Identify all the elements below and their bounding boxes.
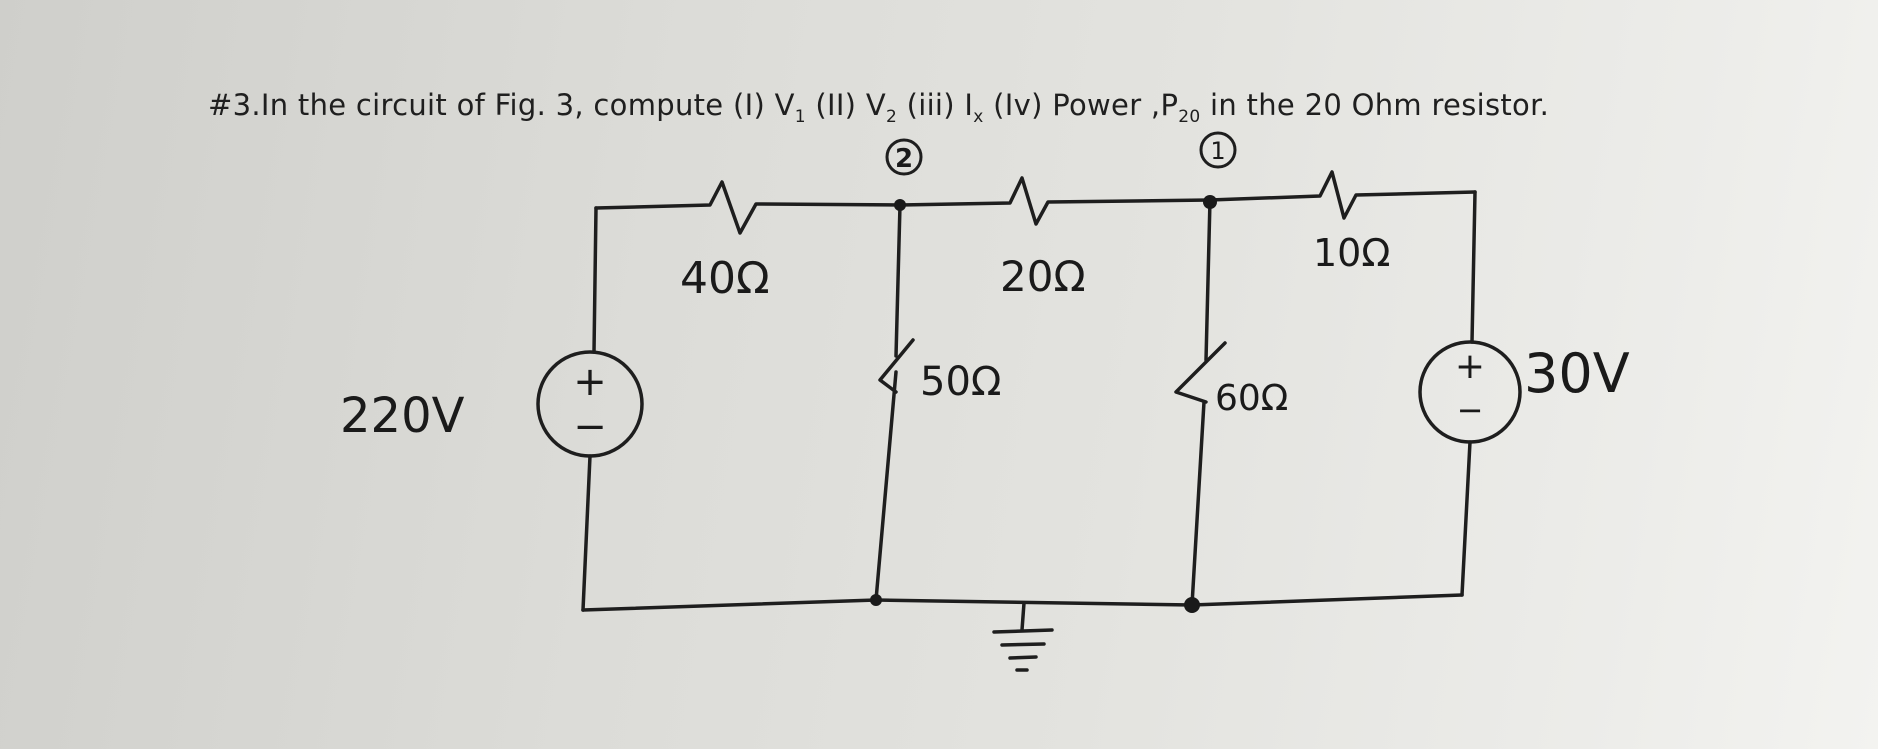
node-1-label: 1 bbox=[1210, 137, 1225, 165]
wire-60-branch-upper bbox=[1204, 198, 1212, 362]
problem-sub-x: x bbox=[973, 106, 984, 127]
problem-sub-1: 1 bbox=[794, 106, 806, 127]
wire-60-branch-lower bbox=[1190, 400, 1206, 607]
wire-50-branch-lower bbox=[874, 370, 898, 602]
resistor-50-symbol bbox=[878, 338, 915, 394]
problem-sub-20: 20 bbox=[1178, 106, 1201, 127]
wire-50-branch-upper bbox=[894, 203, 902, 358]
resistor-50-label: 50Ω bbox=[920, 359, 1001, 405]
resistor-40-label: 40Ω bbox=[680, 253, 770, 304]
wire-top-middle bbox=[898, 176, 1212, 226]
source-220v-circle bbox=[536, 350, 644, 458]
wire-bottom bbox=[581, 593, 1464, 612]
resistor-20-label: 20Ω bbox=[1000, 252, 1086, 301]
junction-dots bbox=[870, 195, 1217, 613]
problem-text-part4: (Iv) Power ,P bbox=[983, 88, 1179, 122]
wire-top-left bbox=[594, 180, 902, 235]
wire-left-upper bbox=[592, 206, 598, 354]
source-220v-label: 220V bbox=[340, 388, 465, 444]
source-220v-minus: − bbox=[573, 404, 607, 450]
node-2-marker bbox=[885, 138, 923, 176]
ground-symbol bbox=[992, 628, 1054, 672]
problem-text-prefix: #3.In the circuit of Fig. 3, compute (I)… bbox=[208, 88, 795, 122]
problem-statement: #3.In the circuit of Fig. 3, compute (I)… bbox=[208, 88, 1549, 127]
ground-stem bbox=[1020, 601, 1026, 632]
junction-node-1 bbox=[1203, 195, 1217, 209]
resistor-10-label: 10Ω bbox=[1313, 231, 1390, 275]
source-30v-label: 30V bbox=[1524, 342, 1630, 405]
wire-top-right bbox=[1208, 170, 1477, 220]
junction-bottom-60 bbox=[1184, 597, 1200, 613]
problem-text-part2: (II) V bbox=[805, 88, 886, 122]
junction-node-2 bbox=[894, 199, 906, 211]
source-30v-minus: − bbox=[1457, 391, 1484, 429]
wire-right-lower bbox=[1460, 440, 1472, 597]
resistor-60-symbol bbox=[1174, 341, 1227, 404]
wire-left-lower bbox=[581, 454, 592, 612]
junction-bottom-50 bbox=[870, 594, 882, 606]
problem-text-suffix: in the 20 Ohm resistor. bbox=[1200, 88, 1550, 122]
source-30v-plus: + bbox=[1455, 346, 1485, 387]
wire-right-upper bbox=[1470, 190, 1477, 344]
node-1-marker bbox=[1199, 131, 1237, 169]
problem-sub-2: 2 bbox=[885, 106, 898, 127]
problem-text-part3: (iii) I bbox=[897, 88, 974, 122]
source-220v-plus: + bbox=[573, 359, 607, 405]
node-2-label: 2 bbox=[895, 144, 913, 174]
resistor-60-label: 60Ω bbox=[1215, 378, 1288, 419]
source-30v-circle bbox=[1418, 340, 1522, 444]
